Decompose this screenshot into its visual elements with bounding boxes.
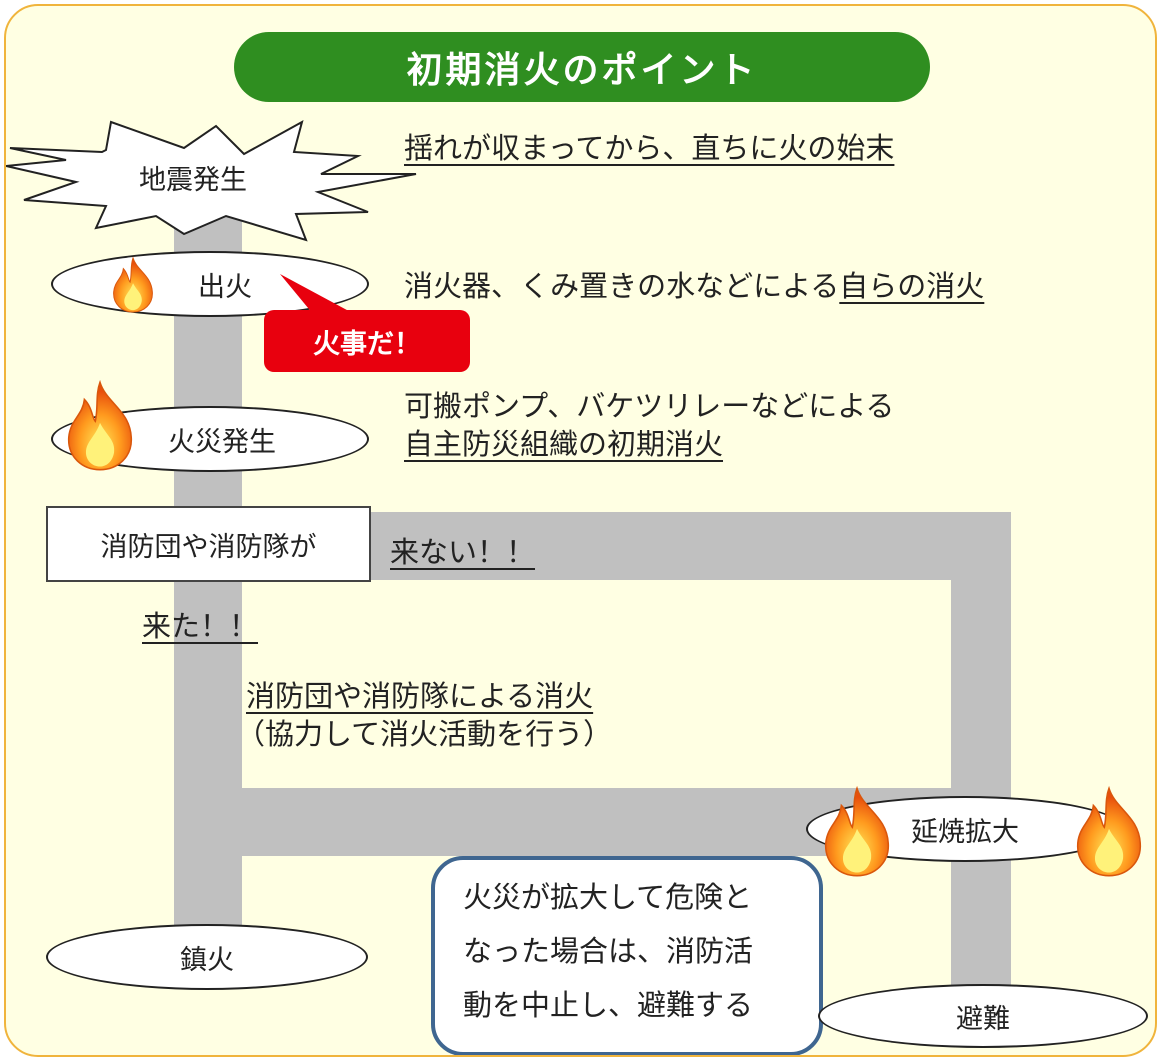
- step-fire-outbreak-label: 出火: [198, 271, 252, 303]
- branch-not-come: 来ない！！: [390, 535, 536, 569]
- branch-came: 来た！！: [142, 609, 259, 643]
- page-title: 初期消火のポイント: [234, 32, 930, 102]
- step3-line2: 自主防災組織の初期消火: [404, 427, 724, 461]
- brigade-action-text: 消防団や消防隊による消火: [246, 679, 594, 713]
- flame-icon: [113, 256, 153, 313]
- step-evacuate: 避難: [818, 984, 1148, 1048]
- step-spread-label: 延焼拡大: [911, 816, 1019, 848]
- flame-icon: [825, 785, 889, 877]
- step2-text: 消火器、くみ置きの水などによる自らの消火: [404, 268, 984, 304]
- step2-emphasis: 自らの消火: [839, 269, 985, 303]
- step-extinguished-label: 鎮火: [180, 944, 234, 976]
- note-line: 動を中止し、避難する: [463, 988, 754, 1022]
- flow-bar-top-right: [366, 512, 1011, 580]
- step3-line1: 可搬ポンプ、バケツリレーなどによる: [404, 389, 895, 423]
- step-fire-disaster-label: 火災発生: [168, 426, 276, 458]
- step1-text: 揺れが収まってから、直ちに火の始末: [404, 131, 895, 165]
- diagram-panel: 初期消火のポイント 地震発生 揺れが収まってから、直ちに火の始末 出火 火事だ！…: [4, 4, 1157, 1057]
- flame-icon: [68, 379, 132, 471]
- fire-callout: 火事だ！: [264, 310, 470, 372]
- step-fire-outbreak: 出火: [51, 251, 369, 317]
- step-extinguished: 鎮火: [46, 924, 368, 990]
- evacuation-note: 火災が拡大して危険と なった場合は、消防活 動を中止し、避難する: [431, 856, 823, 1055]
- earthquake-starburst: [6, 119, 417, 242]
- note-line: 火災が拡大して危険と: [463, 880, 753, 914]
- callout-pointer: [280, 274, 358, 320]
- brigade-action-note: （協力して消火活動を行う）: [236, 717, 613, 751]
- flame-icon: [1077, 785, 1141, 877]
- note-line: なった場合は、消防活: [463, 934, 754, 968]
- step-evacuate-label: 避難: [956, 1003, 1010, 1035]
- step-brigade-box: 消防団や消防隊が: [46, 506, 371, 582]
- fire-callout-label: 火事だ！: [313, 328, 421, 360]
- flow-bar-right-down: [951, 512, 1011, 1042]
- step-brigade-label: 消防団や消防隊が: [100, 531, 317, 563]
- step-earthquake-label: 地震発生: [139, 165, 247, 196]
- step2-prefix: 消火器、くみ置きの水などによる: [404, 269, 840, 303]
